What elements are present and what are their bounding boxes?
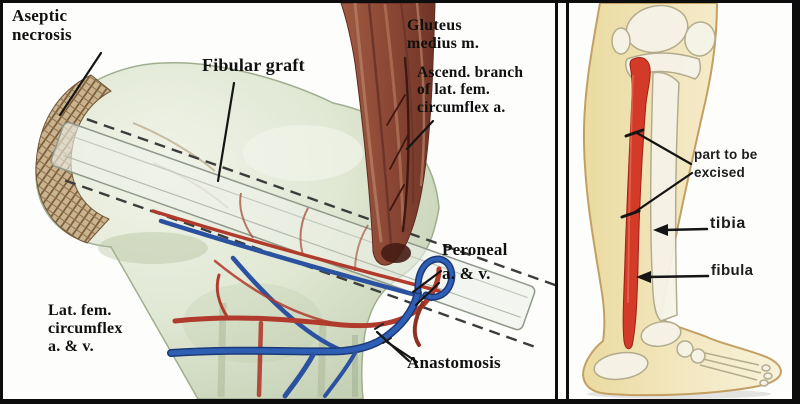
label-lat-fem-circumflex: Lat. fem. circumflex a. & v. [48, 302, 123, 355]
pointer-lines [58, 51, 443, 364]
label-part-to-be-excised: part to be excised [694, 147, 758, 180]
arrowheads [636, 224, 668, 283]
vessel-network [167, 255, 456, 399]
label-tibia: tibia [710, 215, 746, 232]
label-fibular-graft: Fibular graft [202, 55, 305, 75]
gluteus-medius-muscle [340, 3, 436, 266]
panel-divider-left-edge [555, 0, 558, 404]
annotation-lines [620, 128, 710, 279]
right-illustration-donor-leg [581, 3, 783, 399]
ascending-branch-vessels [386, 56, 410, 233]
label-fibula: fibula [711, 262, 754, 279]
left-illustration-femoral-head [35, 3, 555, 399]
graft-pedicle-vessels [151, 209, 441, 302]
label-peroneal-vessels: Peroneal a. & v. [442, 240, 508, 283]
label-gluteus-medius: Gluteus medius m. [407, 17, 480, 52]
panel-divider-right-edge [566, 0, 569, 404]
label-anastomosis: Anastomosis [407, 353, 501, 372]
label-ascending-branch: Ascend. branch of lat. fem. circumflex a… [417, 64, 524, 116]
label-aseptic-necrosis: Aseptic necrosis [12, 6, 72, 45]
